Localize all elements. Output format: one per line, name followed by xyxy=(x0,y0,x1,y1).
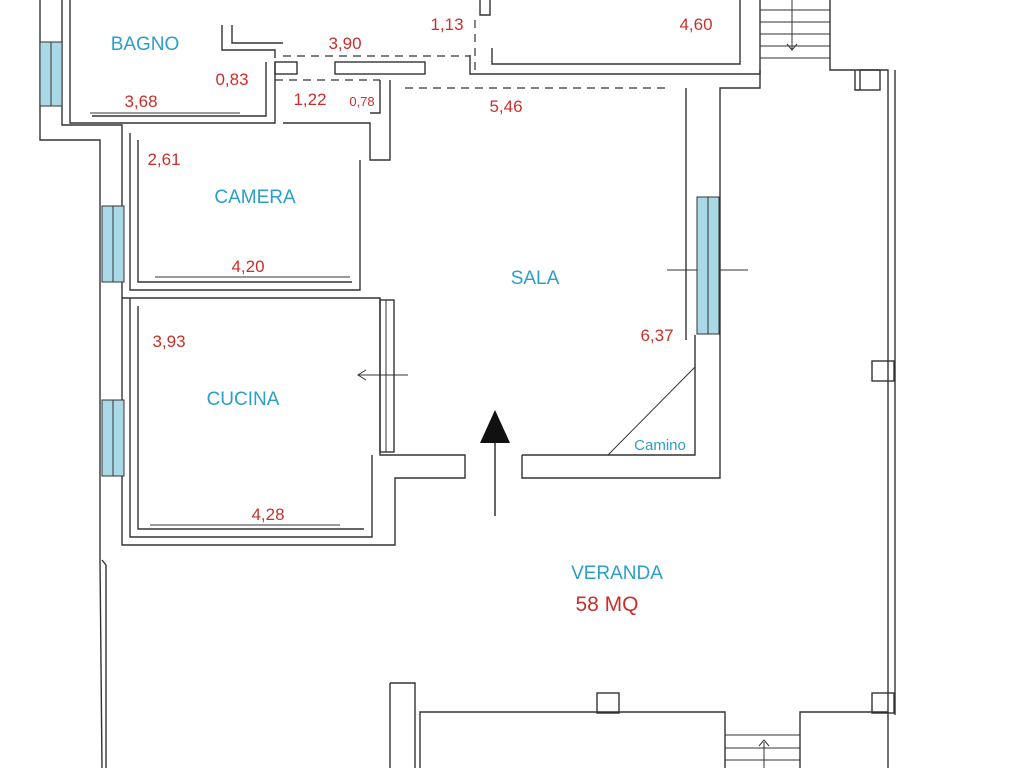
room-label-veranda: VERANDA xyxy=(571,563,663,584)
dim-corridor-width: 3,90 xyxy=(328,34,361,53)
stairs-down-icon xyxy=(786,43,798,51)
camera-walls xyxy=(129,133,361,291)
outer-walls xyxy=(39,0,466,768)
dim-camera-width: 4,20 xyxy=(231,257,264,276)
bagno-walls xyxy=(69,0,283,124)
corridor-walls xyxy=(274,0,761,161)
stairs-bottom xyxy=(725,734,800,768)
dim-cucina-width: 4,28 xyxy=(251,505,284,524)
stairs-up-icon xyxy=(758,739,770,747)
dim-top-right: 4,60 xyxy=(679,15,712,34)
room-label-cucina: CUCINA xyxy=(207,389,280,410)
veranda-walls xyxy=(389,0,896,768)
room-label-sala: SALA xyxy=(511,268,560,289)
dim-bagno-width: 3,68 xyxy=(124,92,157,111)
dim-cucina-depth: 3,93 xyxy=(152,332,185,351)
veranda-area: 58 MQ xyxy=(575,593,638,616)
dim-sala-width: 5,46 xyxy=(489,97,522,116)
room-label-camera: CAMERA xyxy=(214,187,296,208)
dim-camera-depth: 2,61 xyxy=(147,150,180,169)
camino-label: Camino xyxy=(634,437,686,454)
dim-bagno-height: 0,83 xyxy=(215,70,248,89)
dim-corridor-door: 1,22 xyxy=(293,90,326,109)
stairs-top xyxy=(760,0,830,59)
dim-sala-depth: 6,37 xyxy=(640,326,673,345)
windows xyxy=(39,41,720,477)
dim-corridor-niche: 0,78 xyxy=(349,94,374,109)
dim-top-center: 1,13 xyxy=(430,15,463,34)
north-arrow-icon xyxy=(480,410,510,516)
cucina-walls xyxy=(129,298,408,538)
room-label-bagno: BAGNO xyxy=(111,34,180,55)
